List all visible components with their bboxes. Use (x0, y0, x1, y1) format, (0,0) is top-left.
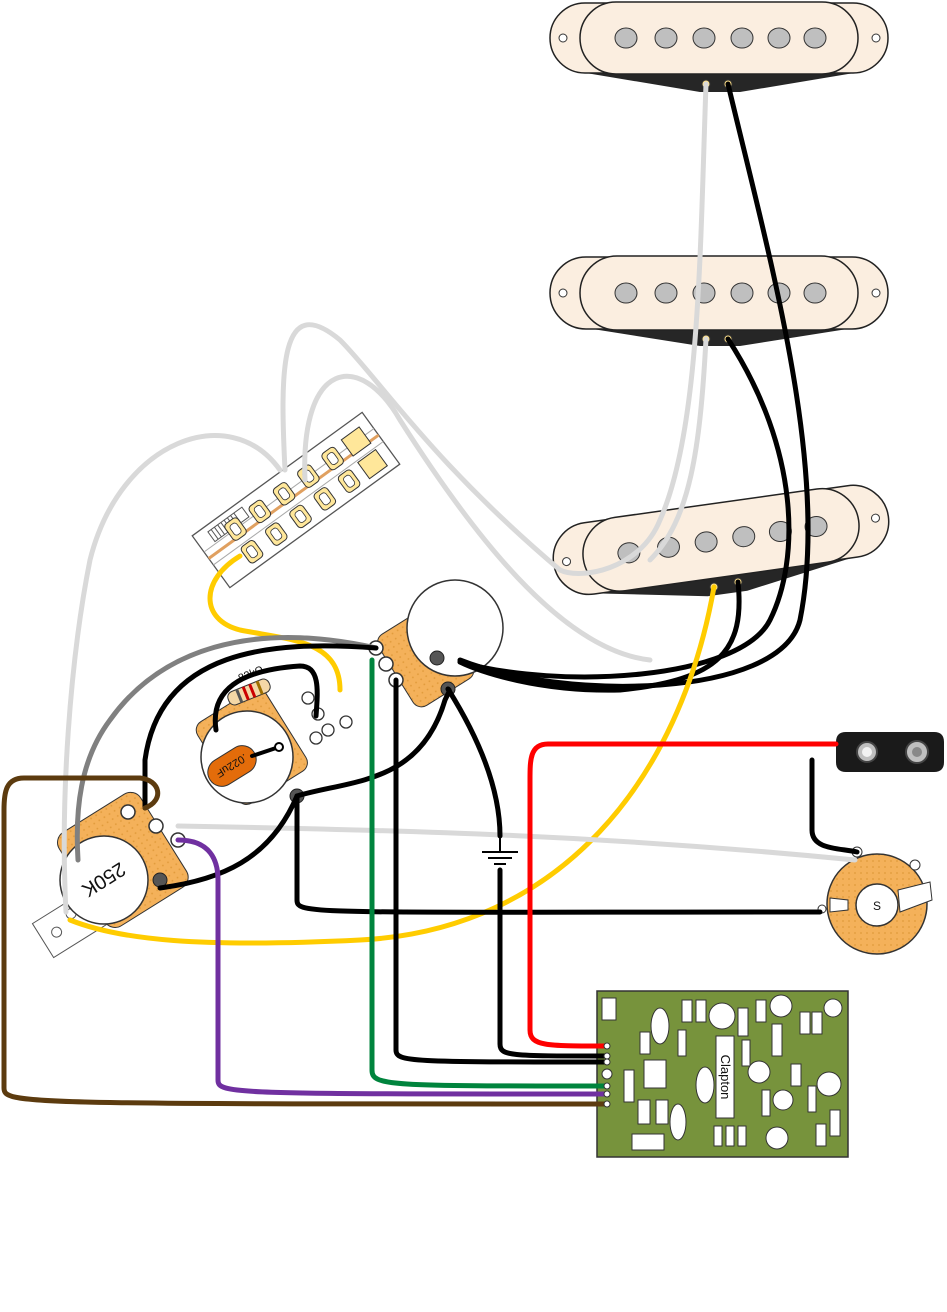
wire-white-switch-2 (302, 373, 653, 663)
wire-bridge-hot-yellow (67, 584, 717, 946)
battery-clip (836, 732, 944, 772)
wire-middle-hot (647, 336, 709, 563)
wire-black-volume-ground (157, 793, 300, 891)
bridge-pickup (552, 484, 890, 597)
board-label: Clapton (718, 1055, 733, 1100)
tone-pot-upper (368, 579, 504, 708)
wire-black-to-ground (445, 686, 503, 839)
wire-neck-ground (457, 81, 811, 689)
ground-symbol (482, 836, 518, 871)
wire-purple (175, 837, 607, 1097)
wire-black-tone-loop (142, 643, 379, 811)
output-jack: S (817, 846, 933, 955)
wire-black-board-2 (497, 867, 607, 1059)
resistor (227, 678, 271, 706)
wire-black-jack-ground (294, 793, 823, 915)
wire-white-switch-to-volume (61, 433, 283, 915)
capacitor-lead (250, 746, 278, 758)
jack-label: S (873, 899, 881, 913)
wire-brown (1, 775, 607, 1107)
neck-pickup (549, 1, 889, 92)
five-way-switch (191, 411, 401, 589)
wire-white-switch-1 (280, 322, 563, 573)
wire-black-resistor (212, 663, 320, 733)
wire-white-volume-to-jack (175, 823, 858, 863)
wire-gray (74, 635, 379, 863)
wire-black-board-1 (393, 677, 607, 1065)
wire-neck-hot (557, 81, 709, 576)
wire-bridge-ground (457, 579, 742, 693)
clapton-pcb: Clapton (596, 990, 849, 1158)
volume-pot: 250K (31, 791, 189, 959)
middle-pickup (549, 255, 889, 346)
wire-red (527, 741, 839, 1049)
wire-middle-ground (457, 336, 792, 680)
wire-black-battery (809, 757, 860, 855)
board-pads (603, 1042, 611, 1108)
wire-yellow-switch (207, 553, 343, 693)
wire-green (369, 657, 607, 1089)
